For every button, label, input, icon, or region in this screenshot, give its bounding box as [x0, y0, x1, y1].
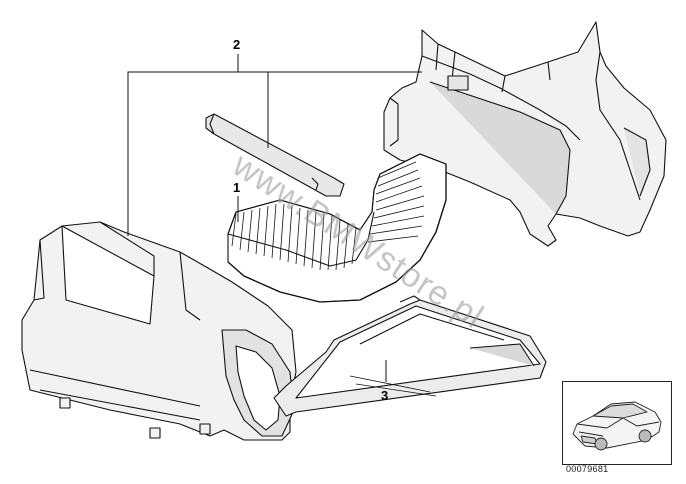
callout-label-2: 2 — [233, 37, 241, 52]
car-icon — [572, 401, 662, 451]
callout-label-1: 1 — [233, 180, 241, 195]
callout-label-3: 3 — [381, 388, 389, 403]
upper-filter-housing — [383, 21, 667, 247]
lower-filter-housing — [21, 221, 297, 441]
vehicle-thumbnail — [562, 381, 672, 465]
diagram-number: 00079681 — [566, 464, 609, 474]
filter-tray — [273, 295, 547, 417]
rod-part — [205, 113, 345, 197]
air-filter-element — [227, 153, 447, 303]
callout-2-leader — [127, 71, 422, 236]
